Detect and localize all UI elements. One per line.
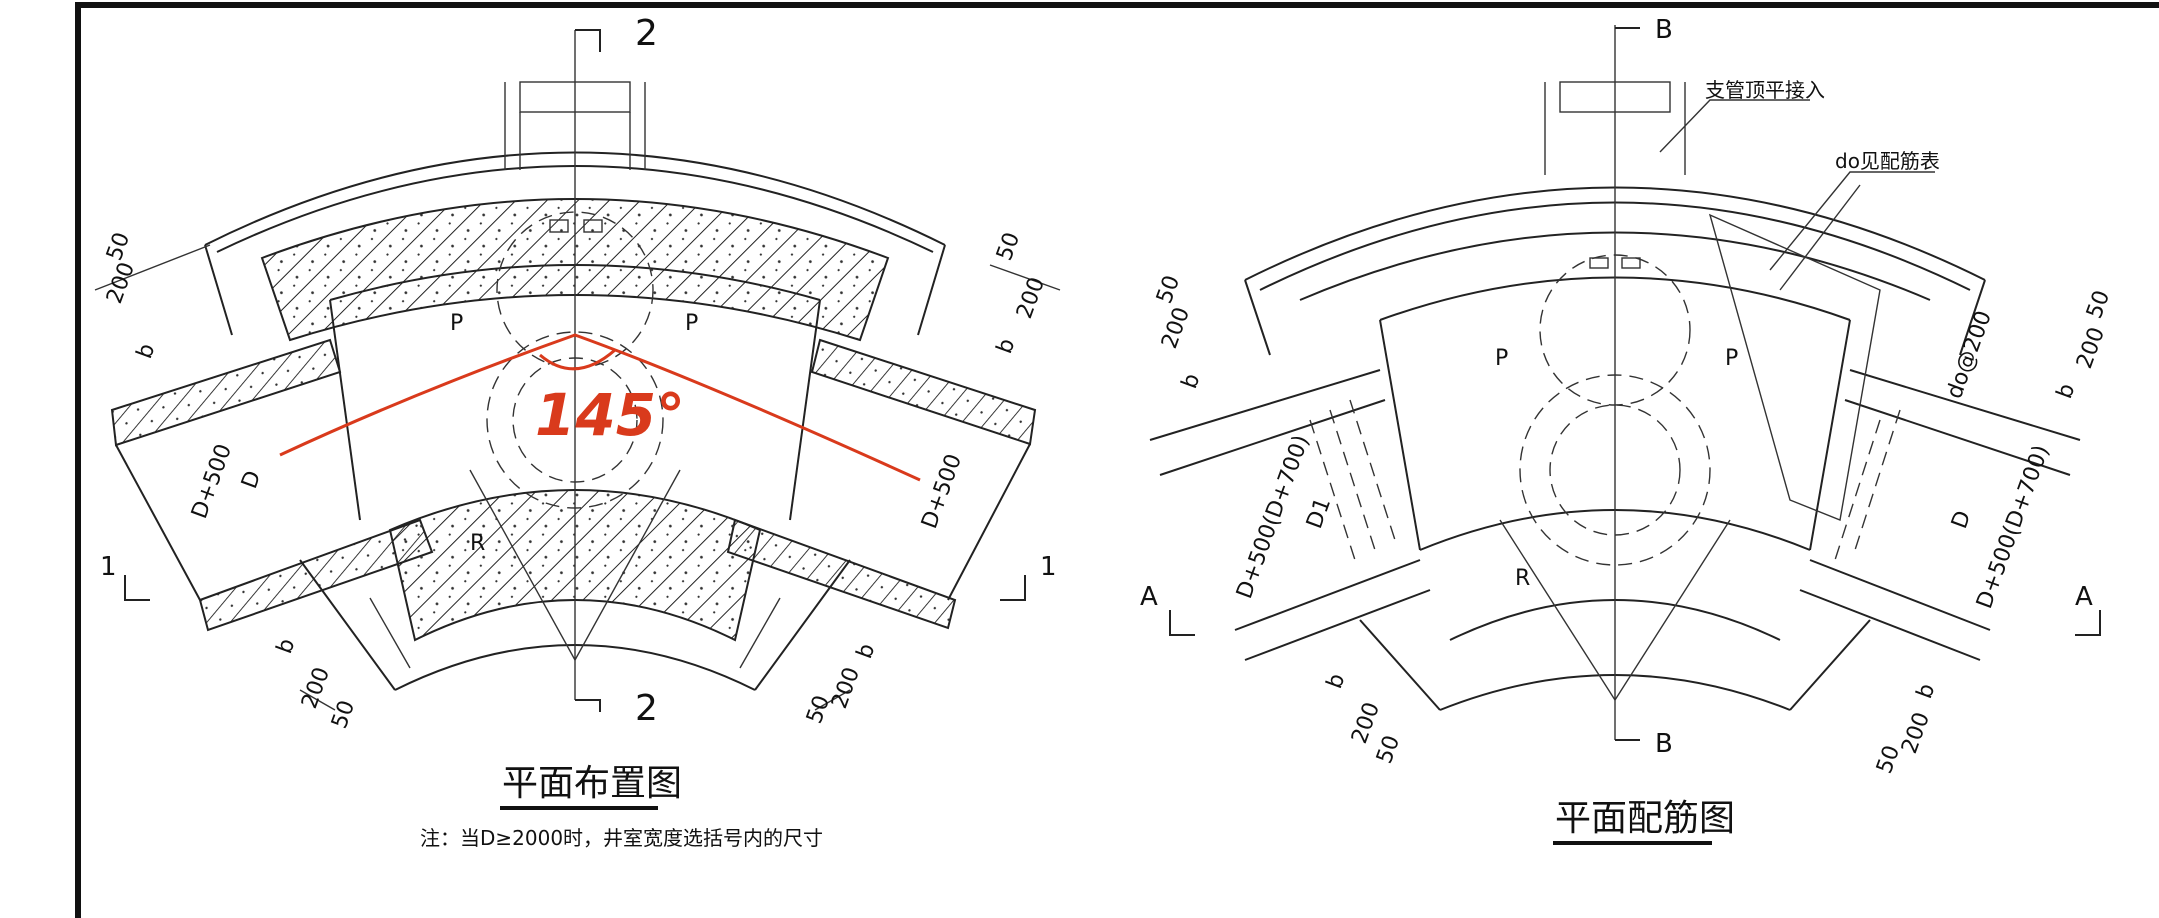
left-dim-200-bottom: 200 (297, 664, 335, 712)
left-title: 平面布置图 (502, 763, 682, 804)
left-dim-200-bottom-right: 200 (827, 664, 865, 712)
right-dim-do200: do@200 (1942, 308, 1997, 402)
angle-annotation: 145° (535, 381, 685, 449)
pipe-wall-right-bottom (726, 518, 957, 630)
right-section-top: B (1655, 15, 1673, 45)
right-dim-50-bottom: 50 (1372, 732, 1405, 767)
right-title: 平面配筋图 (1555, 798, 1735, 839)
left-dim-50-top: 50 (102, 229, 135, 264)
right-section-left: A (1140, 582, 1158, 612)
right-dim-50-right: 50 (2082, 287, 2115, 322)
pipe-wall-left-top (110, 338, 342, 447)
left-dim-R: R (470, 531, 485, 556)
right-dim-b-bottom-right: b (1912, 680, 1940, 702)
sheet-border (75, 2, 2159, 918)
left-section-top: 2 (635, 13, 658, 54)
right-plan-reinforcement (1149, 25, 2101, 741)
left-section-left: 1 (100, 552, 117, 582)
right-dim-b-right: b (2052, 380, 2080, 402)
left-note: 注：当D≥2000时，井室宽度选括号内的尺寸 (420, 826, 823, 850)
right-dim-200-right: 200 (2072, 324, 2110, 372)
right-dim-b-bottom: b (1322, 670, 1350, 692)
red-annotation: 145° (279, 333, 921, 482)
left-dim-b-top: b (132, 340, 160, 362)
right-dim-P-right: P (1725, 346, 1738, 371)
left-dim-b-right: b (992, 335, 1020, 357)
right-dim-D1: D1 (1302, 494, 1336, 532)
left-section-right: 1 (1040, 552, 1057, 582)
right-dim-50-top: 50 (1152, 272, 1185, 307)
left-dim-d500-right: D+500 (917, 451, 967, 532)
left-dim-d500: D+500 (187, 441, 237, 522)
right-dim-P-left: P (1495, 346, 1508, 371)
right-dim-d500-700-left: D+500(D+700) (1232, 432, 1314, 602)
left-dim-P-left: P (450, 311, 463, 336)
right-dim-D: D (1947, 508, 1976, 532)
callout-do-table: do见配筋表 (1835, 149, 1940, 173)
right-section-right: A (2075, 582, 2093, 612)
left-dim-b-bottom: b (272, 635, 300, 657)
right-dim-200-top: 200 (1157, 304, 1195, 352)
left-plan-layout (94, 29, 1061, 712)
right-dim-R: R (1515, 566, 1530, 591)
left-dim-b-bottom-right: b (852, 640, 880, 662)
right-section-bottom: B (1655, 729, 1673, 759)
left-dim-50-bottom: 50 (327, 697, 360, 732)
right-dim-d500-700-right: D+500(D+700) (1972, 442, 2054, 612)
left-dim-D: D (237, 468, 266, 492)
right-dim-b-top: b (1177, 370, 1205, 392)
pipe-wall-right-top (810, 338, 1037, 446)
left-dim-200-right: 200 (1012, 274, 1050, 322)
left-dim-P-right: P (685, 311, 698, 336)
left-section-bottom: 2 (635, 688, 658, 729)
callout-branch-pipe: 支管顶平接入 (1705, 78, 1825, 102)
left-dim-200-top: 200 (102, 259, 140, 307)
right-dim-200-bottom-right: 200 (1897, 709, 1935, 757)
left-dim-50-right: 50 (992, 229, 1025, 264)
